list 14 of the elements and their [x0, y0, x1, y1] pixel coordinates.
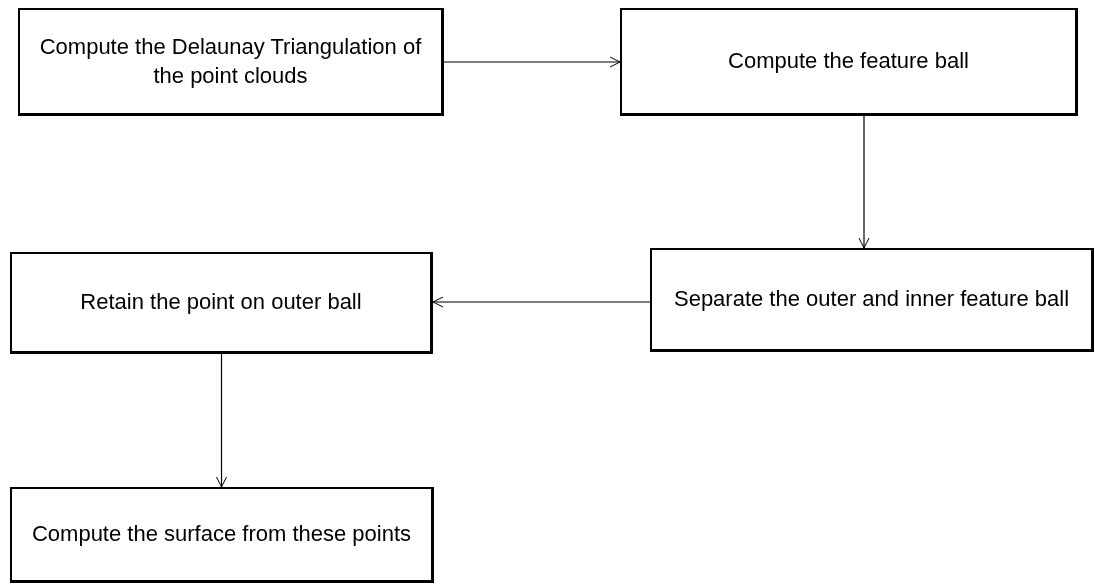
process-box: [18, 8, 444, 116]
step-text: Retain the point on outer ball: [80, 288, 362, 317]
process-box: [620, 8, 1078, 116]
step-text: Separate the outer and inner feature ball: [673, 285, 1070, 314]
process-box: [10, 252, 433, 354]
arrow: [216, 353, 227, 488]
arrow: [432, 296, 651, 308]
step-text: Compute the Delaunay Triangulation of the point clouds: [38, 32, 423, 90]
process-box: [10, 487, 434, 583]
step-text: Compute the feature ball: [728, 47, 969, 76]
arrow: [443, 56, 621, 68]
arrow: [858, 115, 870, 249]
step-text: Compute the surface from these points: [31, 520, 412, 549]
process-box: [650, 248, 1094, 352]
